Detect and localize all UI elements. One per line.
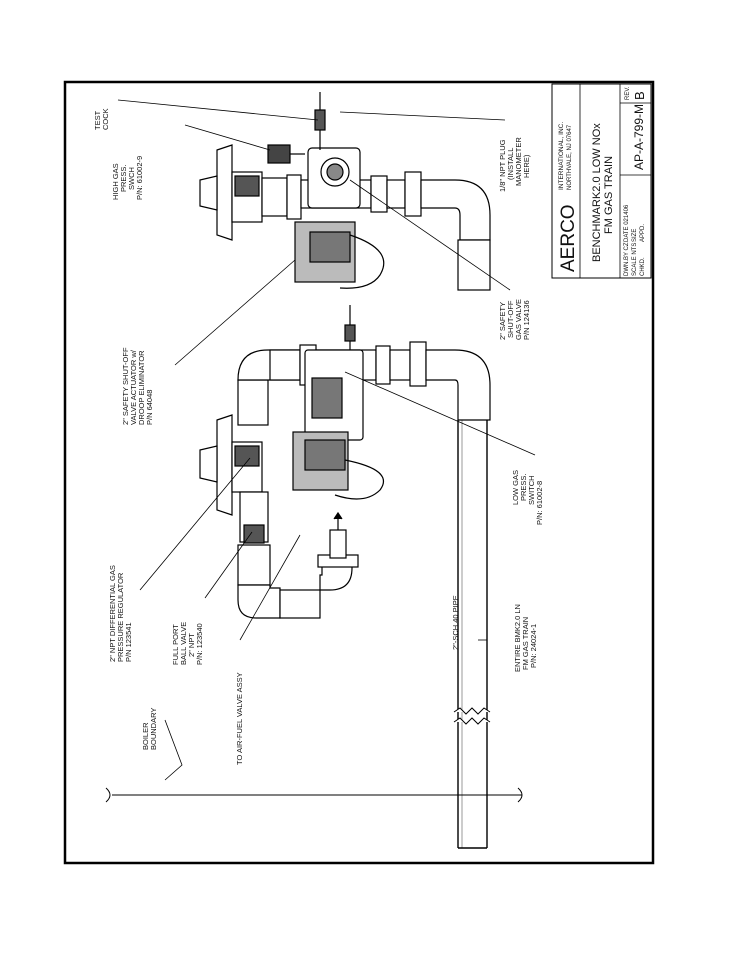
label-line: TO AIR-FUEL VALVE ASSY — [235, 672, 244, 765]
label-high-gas-switch: HIGH GAS PRESS. SWCH P/N: 61002-9 — [111, 156, 144, 200]
approved-field: APPD. — [640, 224, 646, 242]
label-line: ENTIRE BMK2.0 LN — [513, 604, 522, 672]
label-line: SHUT-OFF — [506, 300, 515, 338]
scale-field: SCALE NTS — [632, 243, 638, 276]
label-line: MANOMETER — [514, 137, 523, 186]
label-safety-valve: 2" SAFETY SHUT-OFF GAS VALVE P/N 124136 — [498, 299, 531, 340]
label-line: FM GAS TRAIN — [521, 617, 530, 670]
title-line-2: FM GAS TRAIN — [603, 156, 615, 234]
label-npt-plug: 1/8" NPT PLUG (INSTALL MANOMETER HERE) — [498, 137, 531, 192]
main-pipe — [453, 420, 491, 849]
label-line: 2"-SCH.40 PIPE — [451, 595, 460, 650]
label-actuator: 2" SAFETY SHUT-OFF VALVE ACTUATOR w/ DRO… — [121, 347, 154, 425]
checked-field: CHKD. — [640, 257, 646, 276]
label-line: 2" SAFETY — [498, 302, 507, 340]
label-line: SWITCH — [527, 475, 536, 505]
company-sub-1: INTERNATIONAL, INC. — [558, 122, 565, 190]
label-line: DROOP ELIMINATOR — [137, 350, 146, 425]
rev-label: REV. — [625, 86, 631, 100]
label-pipe: 2"-SCH.40 PIPE — [451, 595, 460, 650]
label-regulator: 2" NPT DIFFERENTIAL GAS PRESSURE REGULAT… — [108, 565, 133, 662]
label-test-cock: TEST COCK — [93, 108, 110, 130]
label-entire-train: ENTIRE BMK2.0 LN FM GAS TRAIN P/N: 24024… — [513, 604, 538, 672]
label-line: P/N: 24024-1 — [529, 624, 538, 668]
date-field: DATE 021406 — [624, 204, 630, 242]
label-line: BALL VALVE — [179, 622, 188, 665]
label-line: (INSTALL — [506, 148, 515, 180]
size-field: SIZE — [632, 229, 638, 242]
leader-lines — [117, 99, 536, 781]
upper-gas-train — [199, 92, 491, 291]
label-line: 1/8" NPT PLUG — [498, 139, 507, 192]
rev-value: B — [632, 91, 647, 100]
label-line: P/N: 123540 — [195, 623, 204, 665]
label-ball-valve: FULL PORT BALL VALVE 2" NPT P/N: 123540 — [171, 622, 204, 665]
label-line: BOUNDARY — [149, 708, 158, 750]
lower-gas-train — [199, 305, 491, 619]
label-line: P/N: 61002-8 — [535, 481, 544, 525]
label-line: PRESS. — [519, 473, 528, 501]
label-air-fuel: TO AIR-FUEL VALVE ASSY — [235, 672, 244, 765]
label-line: P/N 124136 — [522, 300, 531, 340]
label-low-gas-switch: LOW GAS PRESS. SWITCH P/N: 61002-8 — [511, 470, 544, 525]
label-line: FULL PORT — [171, 624, 180, 665]
label-line: 2" SAFETY SHUT-OFF — [121, 347, 130, 425]
label-line: GAS VALVE — [514, 299, 523, 340]
boiler-boundary-line — [105, 787, 523, 803]
label-line: BOILER — [141, 722, 150, 750]
drawn-by: DWN.BY CZ — [624, 242, 630, 276]
label-line: VALVE ACTUATOR w/ — [129, 349, 138, 425]
label-boiler-boundary: BOILER BOUNDARY — [141, 708, 158, 750]
label-line: 2" NPT — [187, 633, 196, 657]
label-line: SWCH — [127, 167, 136, 190]
label-line: HERE) — [522, 154, 531, 178]
label-line: PRESSURE REGULATOR — [116, 572, 125, 662]
label-line: COCK — [101, 108, 110, 130]
label-line: P/N 64048 — [145, 390, 154, 425]
drawing-border — [63, 80, 655, 865]
label-line: 2" NPT DIFFERENTIAL GAS — [108, 565, 117, 662]
label-line: P/N: 61002-9 — [135, 156, 144, 200]
label-line: P/N 123541 — [124, 622, 133, 662]
company-name: AERCO — [558, 204, 579, 272]
drawing-number: AP-A-799-M — [632, 104, 646, 170]
title-line-1: BENCHMARK2.0 LOW NOx — [591, 123, 603, 262]
company-sub-2: NORTHVALE, NJ 07647 — [567, 124, 573, 190]
label-line: PRESS. — [119, 164, 128, 192]
title-block: AERCO INTERNATIONAL, INC. NORTHVALE, NJ … — [551, 83, 652, 279]
label-line: HIGH GAS — [111, 163, 120, 200]
label-line: TEST — [93, 110, 102, 130]
label-line: LOW GAS — [511, 470, 520, 505]
